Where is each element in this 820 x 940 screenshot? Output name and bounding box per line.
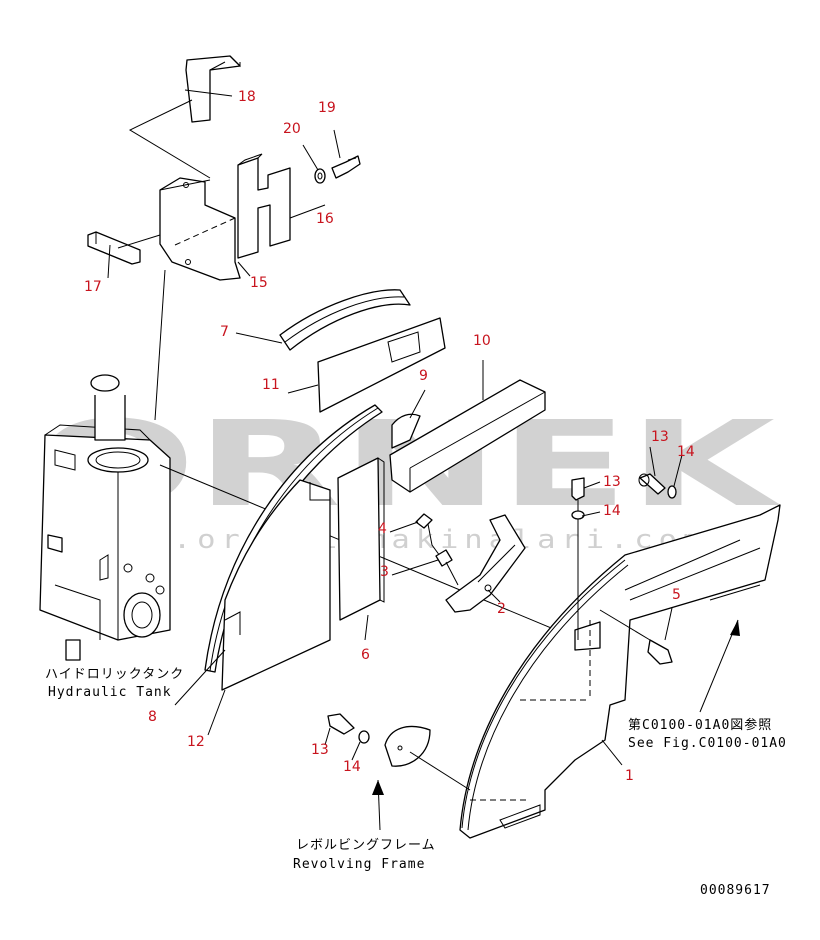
label-9: 9 <box>419 368 428 384</box>
label-8: 8 <box>148 709 157 725</box>
part-11-cover <box>317 317 446 413</box>
label-14-c: 14 <box>343 759 361 775</box>
label-4: 4 <box>378 521 387 537</box>
label-12: 12 <box>187 734 205 750</box>
caption-hydraulic-tank-en: Hydraulic Tank <box>48 685 172 700</box>
linework <box>39 55 781 839</box>
caption-hydraulic-tank-jp: ハイドロリックタンク <box>45 667 184 682</box>
part-7-seal <box>279 289 411 351</box>
caption-see-fig-en: See Fig.C0100-01A0 <box>628 736 787 751</box>
label-1: 1 <box>625 768 634 784</box>
label-14-a: 14 <box>677 444 695 460</box>
caption-revolving-frame-jp: レボルビングフレーム <box>296 838 436 853</box>
label-3: 3 <box>380 564 389 580</box>
label-20: 20 <box>283 121 301 137</box>
part-3-clip <box>435 549 459 586</box>
label-13-a: 13 <box>651 429 669 445</box>
label-14-b: 14 <box>603 503 621 519</box>
label-7: 7 <box>220 324 229 340</box>
washer-14-c <box>358 730 370 744</box>
label-13-b: 13 <box>603 474 621 490</box>
bolt-5 <box>599 609 673 665</box>
label-11: 11 <box>262 377 280 393</box>
bolt-13-b <box>571 477 585 640</box>
caption-see-fig-jp: 第C0100-01A0図参照 <box>628 717 772 733</box>
plate-revolving <box>384 725 471 791</box>
part-1-fender <box>459 504 781 839</box>
label-2: 2 <box>497 601 506 617</box>
part-18-bracket <box>185 55 241 123</box>
part-9-seal <box>391 413 421 449</box>
part-2-bracket <box>445 514 526 613</box>
label-15: 15 <box>250 275 268 291</box>
bolt-13-a <box>638 473 666 495</box>
label-18: 18 <box>238 89 256 105</box>
label-17: 17 <box>84 279 102 295</box>
part-16-spacer <box>237 153 291 259</box>
bolt-13-c <box>327 713 355 735</box>
label-5: 5 <box>672 587 681 603</box>
washer-14-a <box>667 485 677 499</box>
part-labels: 18 19 20 16 15 17 7 10 11 9 13 14 13 14 … <box>84 89 695 784</box>
label-19: 19 <box>318 100 336 116</box>
part-20-washer <box>314 168 326 184</box>
part-17-bar <box>87 231 161 265</box>
caption-revolving-frame-en: Revolving Frame <box>293 857 425 872</box>
label-6: 6 <box>361 647 370 663</box>
hydraulic-tank <box>39 374 171 661</box>
washer-14-b <box>571 510 585 520</box>
label-16: 16 <box>316 211 334 227</box>
part-6-pad <box>337 457 385 621</box>
captions: ハイドロリックタンク Hydraulic Tank レボルビングフレーム Rev… <box>45 667 787 898</box>
part-12-panel <box>221 479 331 691</box>
part-19-bolt <box>331 155 361 179</box>
part-15-plate <box>159 177 241 281</box>
part-10-block <box>389 379 546 493</box>
drawing-code: 00089617 <box>700 883 771 898</box>
label-10: 10 <box>473 333 491 349</box>
part-4-clip <box>415 513 441 557</box>
label-13-c: 13 <box>311 742 329 758</box>
